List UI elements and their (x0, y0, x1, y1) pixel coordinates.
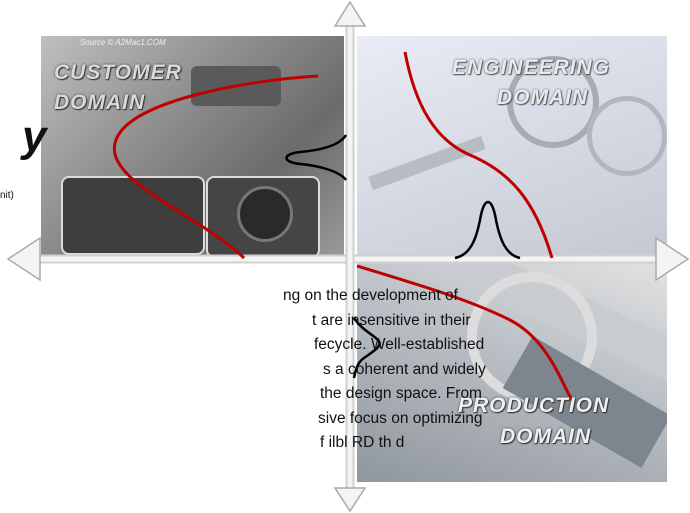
production-domain-image (357, 262, 667, 482)
source-note: Source © A2Mac1.COM (80, 38, 166, 47)
body-text-line: s a coherent and widely (323, 361, 486, 378)
body-text-line: fecycle. Well-established (314, 336, 485, 353)
vertical-axis-arrow (333, 0, 367, 513)
production-domain-label-2: DOMAIN (500, 425, 592, 448)
engineering-domain-label: ENGINEERING (452, 56, 611, 79)
body-text-line: ng on the development of (283, 287, 458, 304)
cut-off-unit-text: nit) (0, 190, 14, 201)
steering-controls-panel (61, 176, 205, 255)
customer-black-bell (285, 134, 348, 181)
customer-domain-label: CUSTOMER (54, 61, 182, 84)
production-domain-label: PRODUCTION (458, 394, 610, 417)
cut-off-heading-letter: y (22, 112, 47, 161)
production-red-curve (356, 264, 574, 401)
climate-knob-icon (237, 186, 293, 242)
engineering-red-curve (403, 51, 554, 259)
engineering-domain-label-2: DOMAIN (497, 86, 589, 109)
horizontal-axis-arrow (6, 236, 690, 282)
body-text-line: sive focus on optimizing (318, 410, 483, 427)
engineering-black-bell (454, 200, 521, 260)
body-text-line: t are insensitive in their (312, 312, 471, 329)
customer-red-curve (112, 74, 319, 260)
production-black-bell (352, 317, 381, 379)
gear-drawing-1 (507, 56, 599, 148)
gear-drawing-2 (587, 96, 667, 176)
body-text-line: f ilbl RD th d (320, 434, 405, 447)
body-text-line: the design space. From (320, 385, 482, 402)
customer-domain-label-2: DOMAIN (54, 91, 146, 114)
